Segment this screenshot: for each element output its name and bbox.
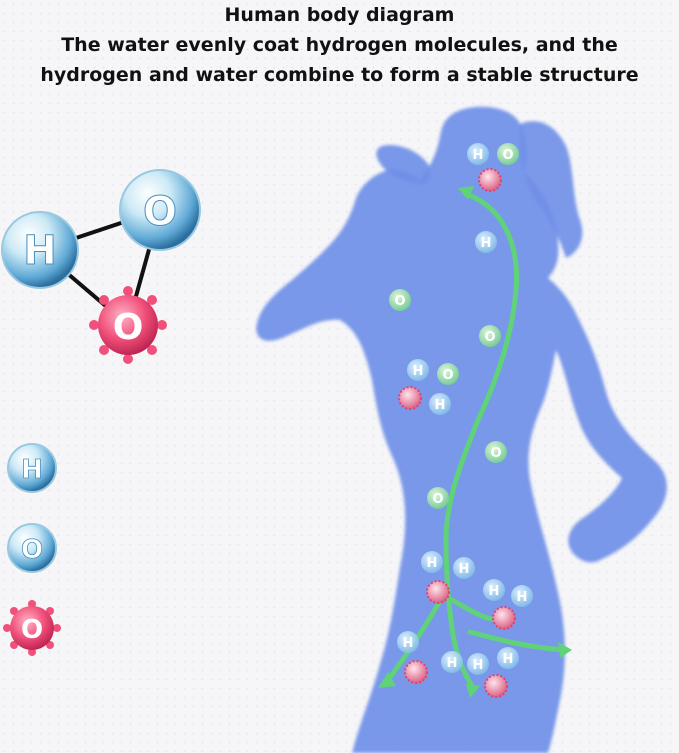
- small-red-oxygen-atom: [426, 580, 450, 604]
- small-oxygen-atom: O: [479, 325, 501, 347]
- small-hydrogen-atom: H: [475, 231, 497, 253]
- small-hydrogen-atom: H: [453, 557, 475, 579]
- small-hydrogen-atom: H: [441, 651, 463, 673]
- arrowhead-bottom: [466, 684, 480, 698]
- small-hydrogen-atom: H: [511, 585, 533, 607]
- svg-text:H: H: [517, 590, 528, 605]
- small-red-oxygen-atom: [398, 386, 422, 410]
- svg-text:H: H: [489, 584, 500, 599]
- small-red-oxygen-atom: [492, 606, 516, 630]
- oxygen-atom-large-blue: O: [119, 169, 201, 251]
- diagram-subtitle-line-2: hydrogen and water combine to form a sta…: [40, 64, 639, 86]
- svg-text:H: H: [435, 398, 446, 413]
- svg-text:H: H: [403, 636, 414, 651]
- svg-text:H: H: [459, 562, 470, 577]
- small-oxygen-atom: O: [497, 143, 519, 165]
- svg-text:H: H: [447, 656, 458, 671]
- oxygen-label-large-blue: O: [143, 189, 177, 235]
- small-hydrogen-atom: H: [397, 631, 419, 653]
- arrowhead-right: [558, 642, 572, 658]
- oxygen-atom-large-red: O: [89, 286, 167, 364]
- svg-text:H: H: [481, 236, 492, 251]
- legend-oxygen-red-label: O: [21, 615, 43, 645]
- small-red-oxygen-atom: [404, 660, 428, 684]
- arrow-main-path: [443, 191, 520, 693]
- svg-text:O: O: [432, 492, 443, 507]
- svg-text:H: H: [473, 658, 484, 673]
- oxygen-label-large-red: O: [113, 307, 144, 348]
- arrowhead-left: [378, 672, 396, 688]
- hydrogen-label-large: H: [23, 228, 56, 274]
- svg-text:O: O: [502, 148, 513, 163]
- svg-text:O: O: [394, 294, 405, 309]
- svg-text:O: O: [442, 368, 453, 383]
- diagram-subtitle-line-1: The water evenly coat hydrogen molecules…: [61, 34, 618, 56]
- small-oxygen-atom: O: [427, 487, 449, 509]
- legend-oxygen-blue: O: [7, 523, 57, 573]
- body-silhouette: [256, 106, 667, 753]
- hydrogen-atom-large: H: [1, 211, 79, 289]
- small-red-oxygen-atom: [484, 674, 508, 698]
- small-hydrogen-atom: H: [421, 551, 443, 573]
- legend-oxygen-red: O: [3, 600, 61, 656]
- legend-hydrogen-label: H: [21, 455, 43, 485]
- small-oxygen-atom: O: [485, 441, 507, 463]
- svg-text:H: H: [473, 148, 484, 163]
- small-hydrogen-atom: H: [497, 647, 519, 669]
- body-red-oxygen-atoms: [398, 168, 516, 698]
- arrowhead-top: [458, 186, 474, 200]
- small-hydrogen-atom: H: [483, 579, 505, 601]
- diagram-header: Human body diagram The water evenly coat…: [0, 0, 679, 90]
- arrow-branch-right-2: [467, 629, 569, 653]
- svg-text:H: H: [427, 556, 438, 571]
- body-oxygen-atoms: O O O O O O: [389, 143, 519, 509]
- diagram-title: Human body diagram: [224, 4, 455, 26]
- water-molecule-diagram: H O O: [1, 169, 201, 364]
- svg-text:H: H: [503, 652, 514, 667]
- svg-text:H: H: [413, 364, 424, 379]
- svg-text:O: O: [490, 446, 501, 461]
- body-hydrogen-atoms: H H H H H H H H H H H H: [397, 143, 533, 675]
- small-red-oxygen-atom: [478, 168, 502, 192]
- small-hydrogen-atom: H: [429, 393, 451, 415]
- small-hydrogen-atom: H: [407, 359, 429, 381]
- legend-oxygen-blue-label: O: [21, 535, 43, 565]
- small-oxygen-atom: O: [437, 363, 459, 385]
- small-hydrogen-atom: H: [467, 143, 489, 165]
- small-oxygen-atom: O: [389, 289, 411, 311]
- legend-hydrogen: H: [7, 443, 57, 493]
- small-hydrogen-atom: H: [467, 653, 489, 675]
- arrow-heads: [378, 186, 572, 698]
- svg-text:O: O: [484, 330, 495, 345]
